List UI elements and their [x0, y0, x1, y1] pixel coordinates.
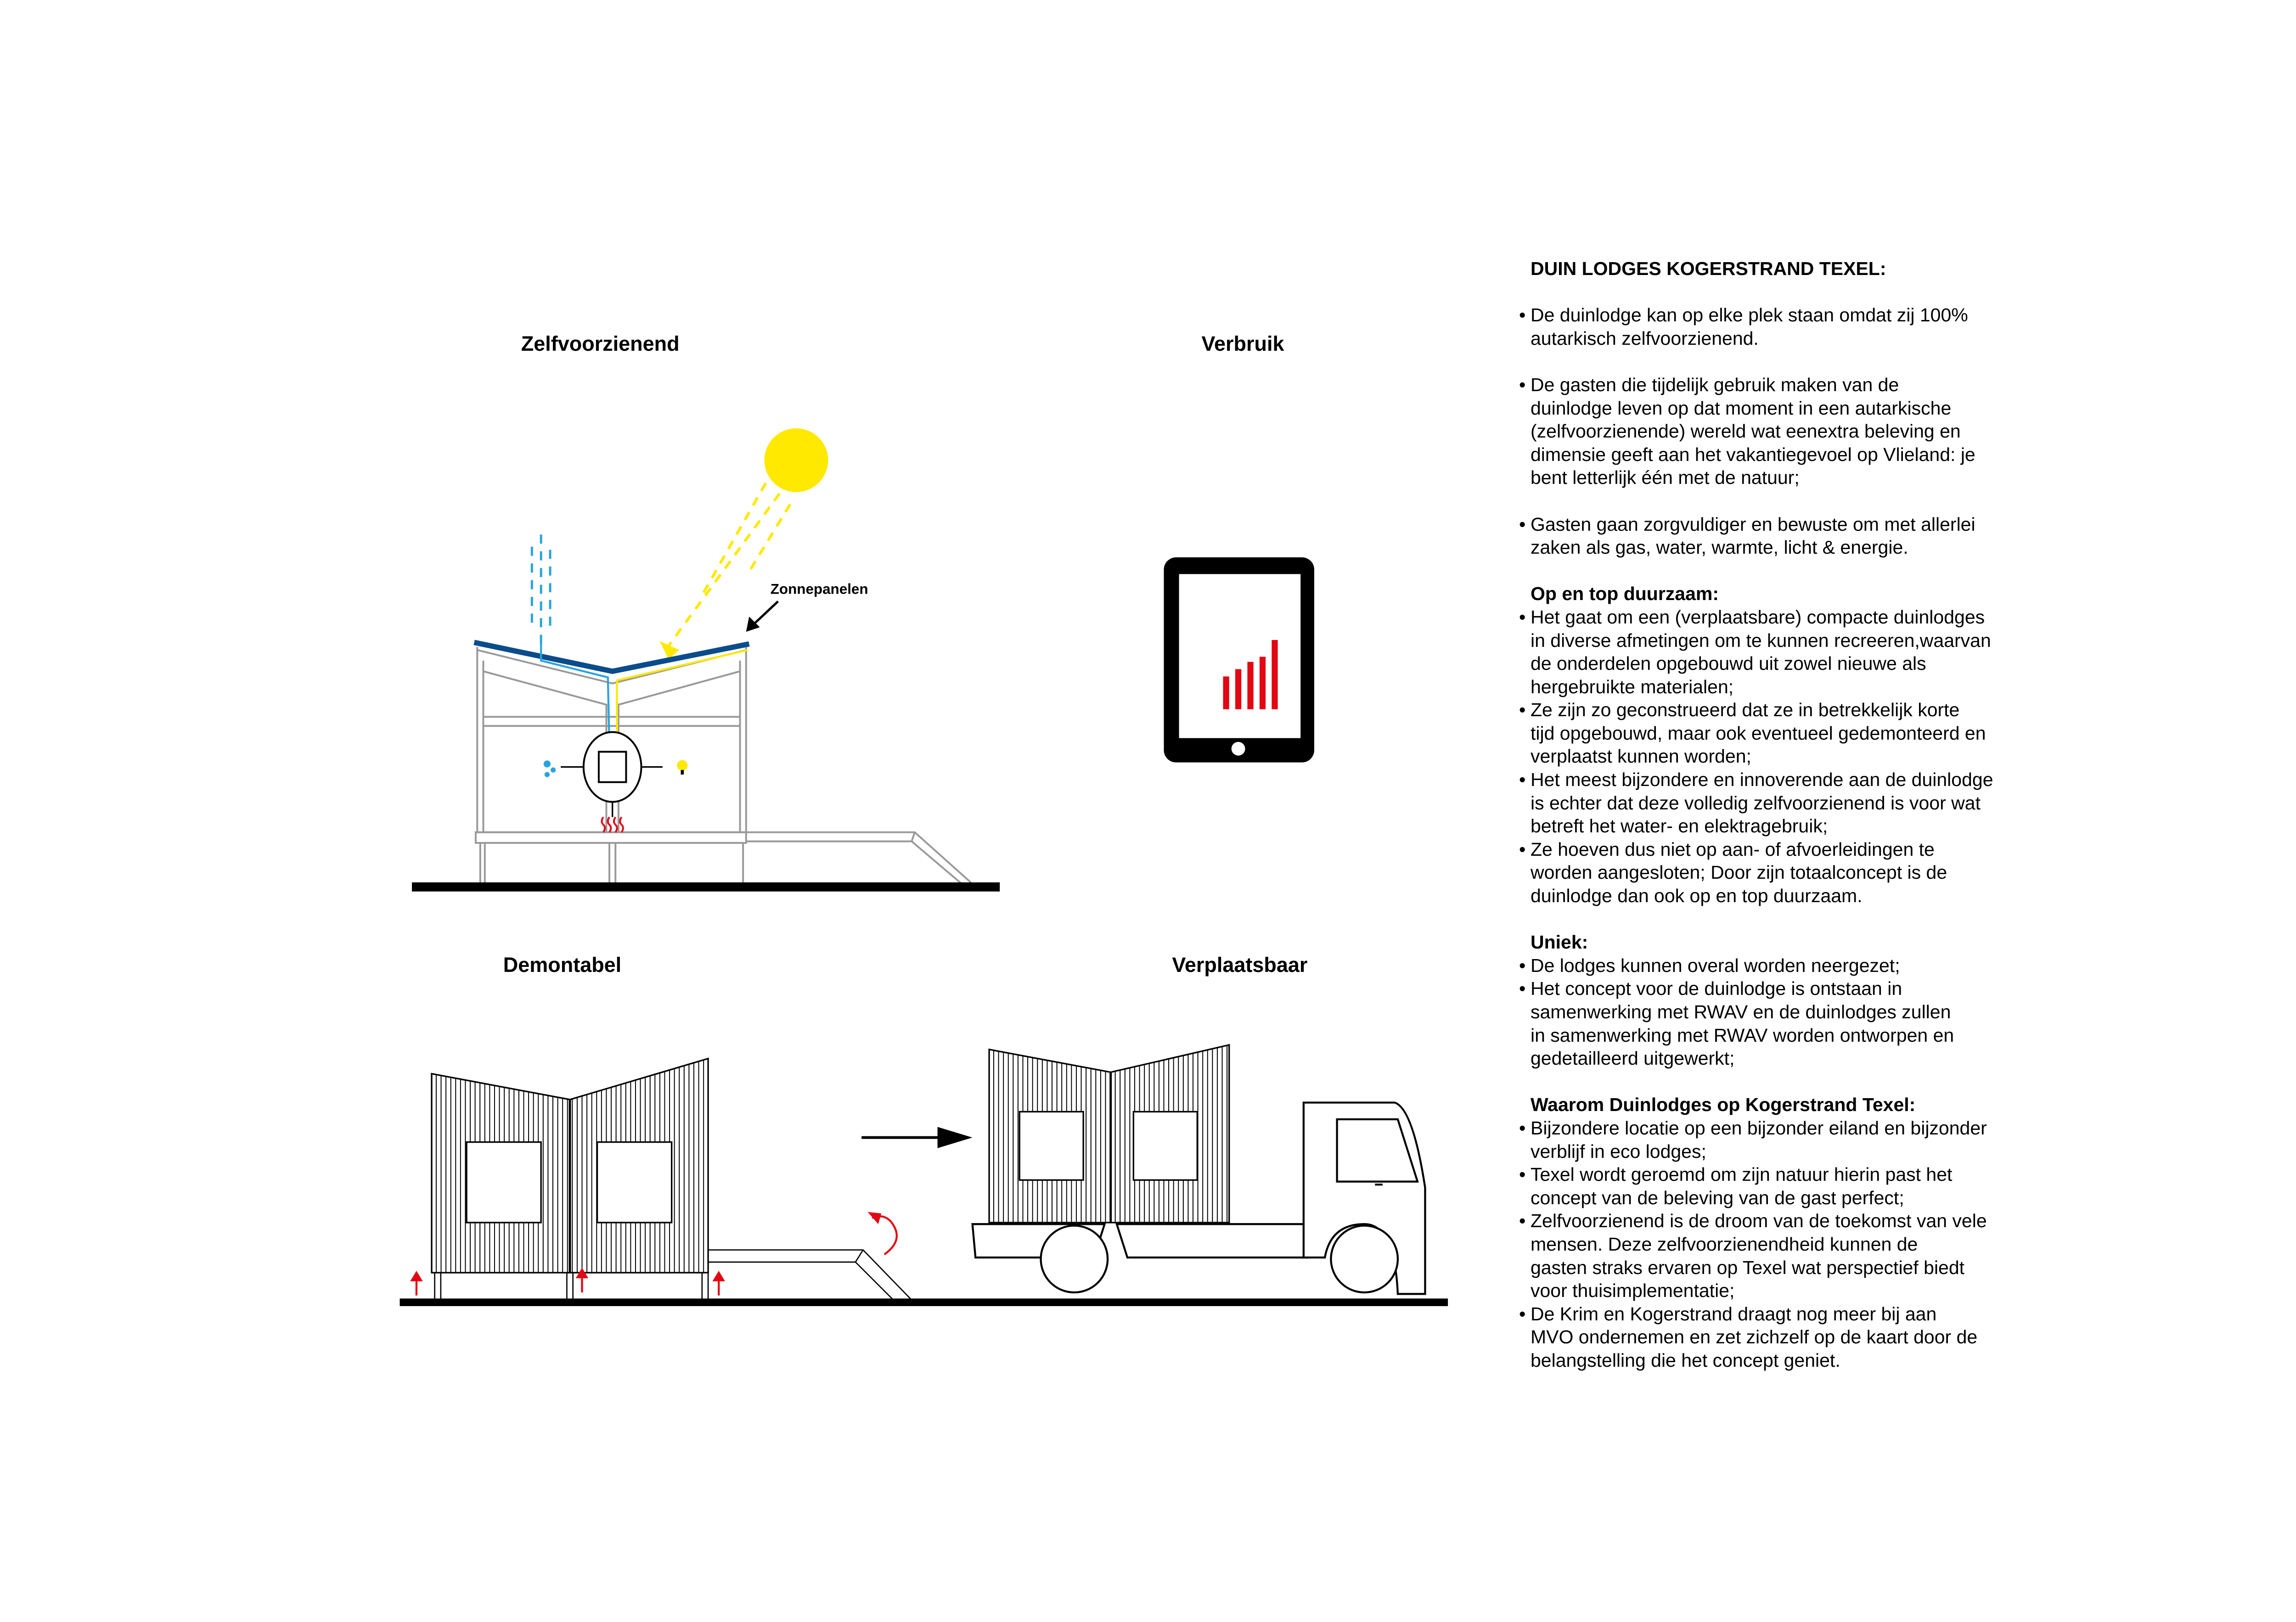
truck-diagram	[971, 1044, 1426, 1295]
power-line	[616, 649, 748, 746]
lift-arrow-icons	[410, 1268, 725, 1296]
heading-zelfvoorzienend: Zelfvoorzienend	[521, 332, 680, 355]
rain-icon	[530, 534, 551, 650]
description-text: DUIN LODGES KOGERSTRAND TEXEL: De duinlo…	[1519, 257, 2047, 1372]
heat-icon	[601, 816, 624, 833]
heading-demontabel: Demontabel	[503, 953, 621, 977]
bullet: Gasten gaan zorgvuldiger en bewuste om m…	[1519, 513, 2047, 559]
meter-bar	[1272, 640, 1278, 709]
water-pipe	[540, 634, 611, 746]
arrow-icon	[746, 617, 760, 632]
bullet: Bijzondere locatie op een bijzonder eila…	[1519, 1117, 2047, 1163]
bullet: Het gaat om een (verplaatsbare) compacte…	[1519, 606, 2047, 698]
meter-bar	[1247, 662, 1254, 709]
bullet: Texel wordt geroemd om zijn natuur hieri…	[1519, 1163, 2047, 1209]
bullet: De duinlodge kan op elke plek staan omda…	[1519, 303, 2047, 350]
heading-verbruik: Verbruik	[1202, 332, 1285, 355]
tablet-icon	[1164, 557, 1314, 763]
meter-bar	[1223, 676, 1229, 709]
move-arrow-icon	[937, 1127, 973, 1148]
demountable-diagram	[400, 1057, 1448, 1306]
bullet: De Krim en Kogerstrand draagt nog meer b…	[1519, 1302, 2047, 1372]
ground-line	[400, 1298, 1448, 1306]
rotate-arrow-icon	[872, 1215, 898, 1256]
bullet: Het meest bijzondere en innoverende aan …	[1519, 768, 2047, 838]
ground-line	[412, 882, 1000, 892]
bullet: Ze hoeven dus niet op aan- of afvoerleid…	[1519, 838, 2047, 908]
bullet: De lodges kunnen overal worden neergezet…	[1519, 954, 2047, 977]
meter-bar	[1259, 657, 1266, 709]
solar-panels-label: Zonnepanelen	[771, 581, 868, 597]
section-heading-sustainable: Op en top duurzaam:	[1531, 583, 1719, 605]
heading-verplaatsbaar: Verplaatsbaar	[1172, 953, 1307, 977]
meter-bar	[1235, 669, 1242, 709]
sun-rays	[664, 482, 792, 651]
sun-arrow-icon	[659, 640, 680, 659]
bullet: Het concept voor de duinlodge is ontstaa…	[1519, 977, 2047, 1070]
control-unit	[582, 731, 642, 803]
water-drop-icon	[543, 760, 556, 777]
solar-panels	[473, 640, 750, 674]
light-bulb-icon	[677, 760, 688, 775]
section-heading-why: Waarom Duinlodges op Kogerstrand Texel:	[1531, 1094, 1916, 1116]
usage-meter	[1223, 640, 1278, 709]
bullet: Ze zijn zo geconstrueerd dat ze in betre…	[1519, 698, 2047, 768]
bullet: Zelfvoorzienend is de droom van de toeko…	[1519, 1209, 2047, 1302]
main-title: DUIN LODGES KOGERSTRAND TEXEL:	[1531, 258, 1886, 279]
section-heading-unique: Uniek:	[1531, 932, 1588, 953]
bullet: De gasten die tijdelijk gebruik maken va…	[1519, 373, 2047, 489]
self-sufficient-diagram: Zonnepanelen	[412, 428, 1000, 892]
sun-icon	[764, 428, 828, 492]
